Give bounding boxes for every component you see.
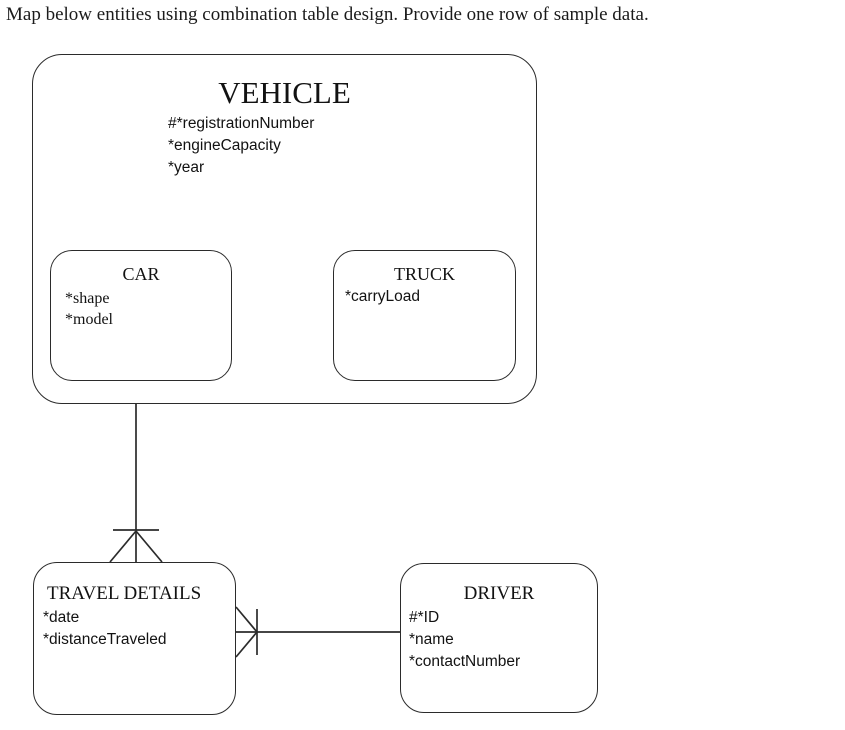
attribute-shape: *shape — [65, 290, 110, 307]
entity-title-travel-details: TRAVEL DETAILS — [47, 583, 202, 604]
entity-box-driver[interactable] — [400, 563, 598, 713]
crows-foot-prong-right — [135, 530, 163, 563]
entity-attributes-truck: *carryLoad — [345, 286, 420, 307]
attribute-distance-traveled: *distanceTraveled — [43, 631, 167, 648]
prompt-text: Map below entities using combination tab… — [6, 4, 649, 25]
relationship-travel-details-driver — [235, 606, 400, 658]
entity-attributes-travel-details: *date *distanceTraveled — [43, 607, 167, 651]
attribute-registration-number: #*registrationNumber — [168, 115, 315, 132]
crows-foot-prong-bottom — [235, 631, 258, 658]
entity-box-car[interactable] — [50, 250, 232, 381]
entity-title-vehicle: VEHICLE — [218, 75, 351, 110]
entity-attributes-driver: #*ID *name *contactNumber — [409, 607, 520, 673]
attribute-id: #*ID — [409, 609, 440, 626]
entity-attributes-vehicle: #*registrationNumber *engineCapacity *ye… — [168, 113, 314, 179]
entity-title-driver: DRIVER — [463, 583, 535, 604]
entity-attributes-car: *shape *model — [65, 288, 113, 330]
attribute-year: *year — [168, 159, 205, 176]
attribute-model: *model — [65, 311, 113, 328]
relationship-vehicle-travel-details — [109, 403, 163, 563]
entity-title-car: CAR — [122, 264, 160, 284]
attribute-date: *date — [43, 609, 80, 626]
crows-foot-prong-left — [109, 530, 137, 563]
attribute-contact-number: *contactNumber — [409, 653, 521, 670]
attribute-engine-capacity: *engineCapacity — [168, 137, 281, 154]
entity-title-truck: TRUCK — [393, 264, 455, 284]
entity-box-truck[interactable] — [333, 250, 516, 381]
entity-box-vehicle[interactable] — [32, 54, 537, 404]
attribute-carry-load: *carryLoad — [345, 288, 420, 305]
crows-foot-prong-top — [235, 606, 258, 633]
attribute-name: *name — [409, 631, 454, 648]
